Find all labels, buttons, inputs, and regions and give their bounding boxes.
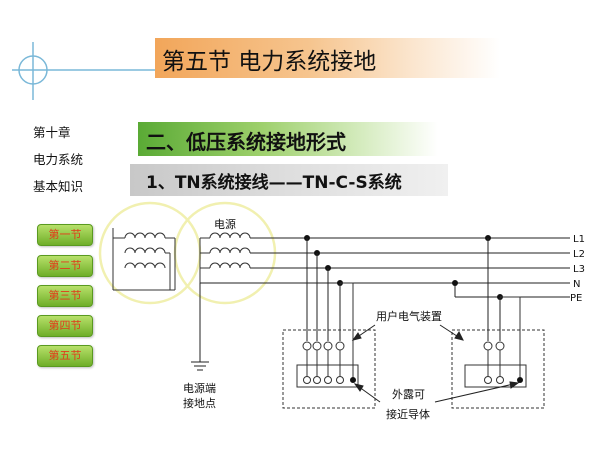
annotation-arrows <box>351 324 520 403</box>
line-label-l1: L1 <box>573 234 585 245</box>
secondary-coils <box>199 232 251 283</box>
nav-button-section-5[interactable]: 第五节 <box>37 345 93 367</box>
conductor-label-line2: 接近导体 <box>386 407 430 421</box>
earth-label-line1: 电源端 <box>183 381 216 395</box>
title-banner <box>155 38 500 78</box>
nav-button-section-3[interactable]: 第三节 <box>37 285 93 307</box>
crosshair-ornament <box>12 42 155 100</box>
nav-button-section-2[interactable]: 第二节 <box>37 255 93 277</box>
line-label-n: N <box>573 279 580 290</box>
conductor-label-line1: 外露可 <box>392 388 425 401</box>
equipment-label: 用户电气装置 <box>376 309 442 323</box>
line-label-pe: PE <box>570 293 582 304</box>
equipment-1 <box>282 282 376 409</box>
bus-lines <box>191 237 570 371</box>
equipment-2 <box>451 296 545 409</box>
transformer-circles <box>98 201 277 305</box>
line-label-l3: L3 <box>573 264 585 275</box>
subsection-heading: 1、TN系统接线——TN-C-S系统 <box>146 173 402 193</box>
page-title: 第五节 电力系统接地 <box>162 49 377 75</box>
equipment-drops <box>306 238 501 341</box>
nav-button-section-4[interactable]: 第四节 <box>37 315 93 337</box>
nav-button-section-1[interactable]: 第一节 <box>37 224 93 246</box>
section-heading: 二、低压系统接地形式 <box>146 130 346 154</box>
chapter-number: 第十章 <box>33 125 71 140</box>
chapter-name-line1: 电力系统 <box>33 152 84 167</box>
source-label: 电源 <box>214 217 236 231</box>
earth-label-line2: 接地点 <box>183 397 216 410</box>
heading3-banner <box>130 164 448 196</box>
line-label-l2: L2 <box>573 249 585 260</box>
chapter-name-line2: 基本知识 <box>33 179 84 194</box>
primary-coils <box>112 228 176 291</box>
heading2-banner <box>138 122 438 156</box>
exposed-conductor-dots <box>350 377 523 383</box>
